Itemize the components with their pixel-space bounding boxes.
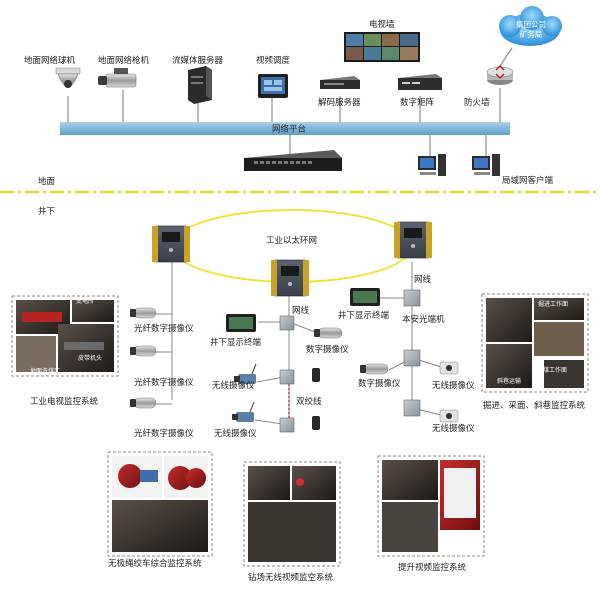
wireless-camera-icon (234, 363, 257, 384)
intrinsic-terminal-label: 本安光端机 (402, 314, 445, 325)
excavation-photo-label-1: 掘进工作面 (538, 300, 568, 308)
ptz-camera-icon (55, 67, 81, 88)
twisted-pair-label: 双绞线 (296, 396, 322, 407)
fiber-camera-icon (130, 345, 157, 357)
ground-ptz-camera-label: 地面网络球机 (24, 55, 76, 66)
ring-switch-left-icon (152, 225, 190, 263)
decode-server-icon (320, 76, 360, 89)
wireless-camera-icon (232, 401, 255, 422)
industrial-tv-title: 工业电视监控系统 (30, 396, 99, 407)
fiber-camera-icon (130, 397, 157, 409)
display-terminal-label-1: 井下显示终端 (210, 337, 262, 348)
junction-box-icon (403, 349, 421, 367)
digital-matrix-icon (398, 74, 442, 90)
digital-matrix-label: 数字矩阵 (400, 97, 435, 108)
fiber-camera-label-1: 光纤数字摄像仪 (134, 323, 194, 334)
network-platform-label: 网络平台 (272, 124, 306, 135)
intrinsic-terminal-icon (403, 289, 421, 307)
ground-bullet-camera-label: 地面网络枪机 (98, 55, 150, 66)
junction-box-icon (279, 417, 295, 433)
video-dispatch-icon (258, 74, 288, 98)
ring-switch-right-icon (394, 221, 432, 259)
industrial-tv-panel (11, 295, 119, 377)
ground-zone-label: 地面 (38, 176, 56, 187)
media-server-icon (188, 66, 212, 104)
wireless-camera-icon (439, 361, 459, 375)
winch-panel (107, 451, 213, 557)
decode-server-label: 解码服务器 (318, 97, 361, 108)
display-terminal-label-2: 井下显示终端 (338, 310, 390, 321)
wireless-camera-label-2: 无线摄像仪 (214, 428, 257, 439)
group-company-label-line2: 矿务局 (520, 29, 543, 39)
digital-camera-label-1: 数字摄像仪 (306, 344, 349, 355)
wireless-camera-label-1: 无线摄像仪 (212, 380, 255, 391)
display-terminal-icon (350, 288, 380, 306)
underground-zone-label: 井下 (38, 206, 56, 217)
video-wall-label: 电视墙 (369, 19, 395, 30)
junction-box-icon (279, 315, 295, 331)
industrial-tv-photo-label-3: 地面洗煤厂 (30, 367, 60, 375)
excavation-photo-label-2: 采煤工作面 (537, 366, 567, 374)
media-server-label: 流媒体服务器 (172, 55, 224, 66)
bullet-camera-icon (98, 68, 137, 88)
digital-camera-icon (360, 363, 389, 375)
winch-title: 无极绳绞车综合监控系统 (108, 558, 202, 569)
lan-client-pc-icon (418, 154, 500, 176)
wireless-camera-icon (439, 409, 459, 423)
firewall-icon (486, 65, 514, 85)
lan-client-label: 局域网客户端 (502, 175, 554, 186)
hoist-panel (377, 455, 485, 557)
ring-switch-center-icon (271, 259, 309, 297)
hoist-title: 提升视频监控系统 (398, 562, 467, 573)
firewall-label: 防火墙 (464, 97, 490, 108)
network-cable-label-2: 网线 (414, 274, 432, 285)
digital-camera-icon (314, 327, 343, 339)
video-dispatch-label: 视频调度 (256, 55, 291, 66)
excavation-title: 掘进、采面、斜巷监控系统 (483, 400, 586, 411)
display-terminal-icon (226, 314, 256, 332)
group-company-label: 集团公司 (516, 19, 546, 29)
core-switch-icon (244, 150, 342, 171)
industrial-tv-photo-label-1: 变电所 (76, 297, 94, 305)
excavation-photo-label-3: 斜巷运输 (497, 377, 521, 385)
fiber-camera-label-2: 光纤数字摄像仪 (134, 377, 194, 388)
wireless-camera-label-4: 无线摄像仪 (432, 423, 475, 434)
video-wall-icon (344, 32, 420, 62)
digital-camera-label-2: 数字摄像仪 (358, 378, 401, 389)
drilling-panel (243, 461, 341, 567)
cloud-icon (499, 6, 562, 46)
ring-network-label: 工业以太环网 (266, 235, 317, 246)
fiber-camera-label-3: 光纤数字摄像仪 (134, 428, 194, 439)
drilling-title: 钻场无线视频监空系统 (248, 572, 334, 583)
sensor-icon (312, 416, 320, 430)
wireless-camera-label-3: 无线摄像仪 (432, 380, 475, 391)
junction-box-icon (403, 399, 421, 417)
fiber-camera-icon (130, 307, 157, 319)
junction-box-icon (279, 369, 295, 385)
sensor-icon (312, 368, 320, 382)
industrial-tv-photo-label-2: 皮带机头 (78, 354, 102, 362)
excavation-panel (481, 293, 589, 393)
network-cable-label-1: 网线 (292, 305, 310, 316)
network-platform-bar (60, 122, 510, 135)
